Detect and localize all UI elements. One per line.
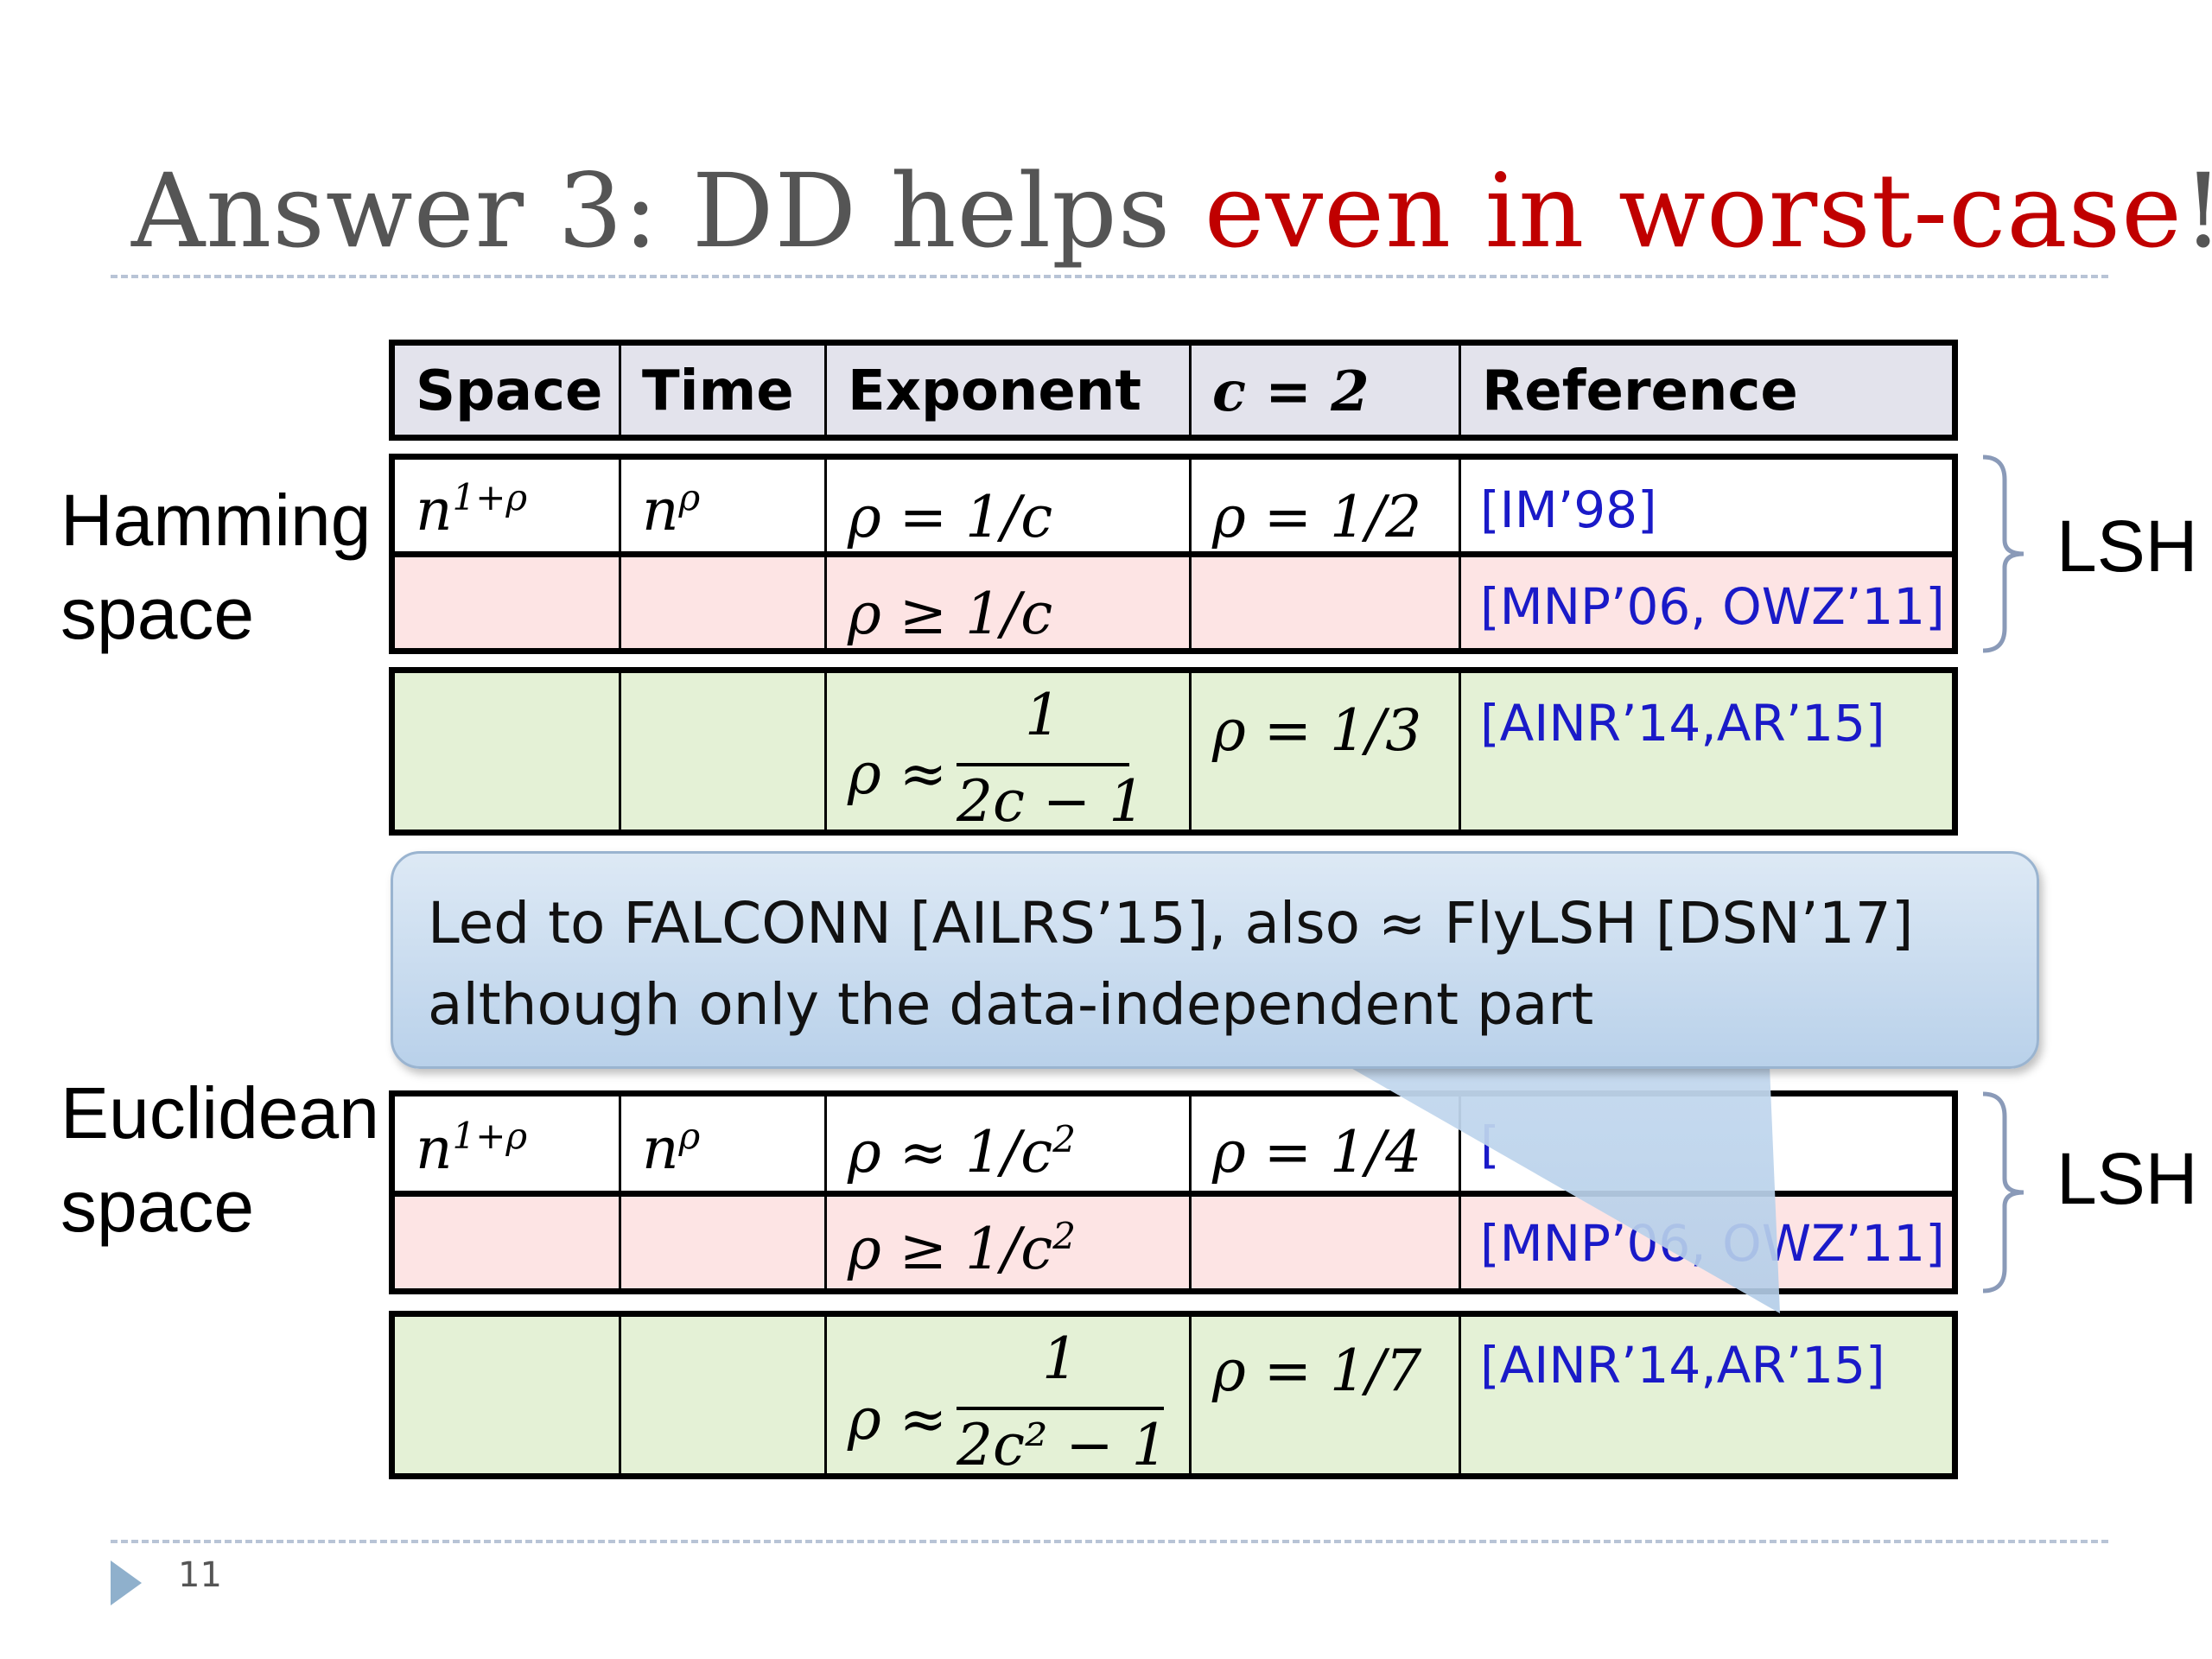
header-space-cell: Space: [395, 346, 621, 435]
euclidean-row-divider: [395, 1191, 1952, 1197]
page-number: 11: [178, 1555, 222, 1595]
euclidean-row3-c2: ρ = 1/7: [1212, 1338, 1422, 1404]
hamming-dd-exponent: ρ ≈ 1 2c − 1: [827, 673, 1192, 835]
hamming-row2-bg: [395, 557, 1952, 648]
fraction-denominator: 2c − 1: [957, 768, 1146, 835]
time-base: n: [642, 1116, 679, 1182]
fraction-bar: [957, 1407, 1164, 1410]
euclidean-dd-fraction: 1 2c² − 1: [957, 1325, 1168, 1478]
hamming-exponent-col: ρ = 1/c ρ ≥ 1/c: [827, 460, 1192, 648]
hamming-row-divider: [395, 551, 1952, 557]
hamming-dd-time: [621, 673, 827, 830]
header-reference: Reference: [1482, 359, 1798, 423]
euclidean-exponent-col: ρ ≈ 1/c2 ρ ≥ 1/c2: [827, 1096, 1192, 1288]
header-exponent: Exponent: [848, 359, 1141, 423]
callout-box: Led to FALCONN [AILRS’15], also ≈ FlyLSH…: [391, 851, 2039, 1069]
hamming-lsh-block: n1+ρ nρ ρ = 1/c ρ ≥ 1/c ρ = 1/2 [IM’98] …: [389, 454, 1958, 654]
play-arrow-icon: [111, 1560, 142, 1605]
euclidean-row3-reference: [AINR’14,AR’15]: [1480, 1336, 1885, 1395]
hamming-dd-reference: [AINR’14,AR’15]: [1461, 673, 1952, 830]
title-suffix: !: [2183, 151, 2212, 270]
hamming-space-value: n1+ρ: [416, 477, 527, 543]
title-prefix: Answer 3: DD helps: [131, 151, 1205, 270]
header-time: Time: [642, 359, 794, 423]
callout-line1: Led to FALCONN [AILRS’15], also ≈ FlyLSH…: [428, 890, 1914, 957]
title-highlight: even in worst-case: [1204, 151, 2183, 270]
hamming-row1-bg: [395, 460, 1952, 554]
slide-title: Answer 3: DD helps even in worst-case!: [131, 151, 2212, 270]
euclidean-dd-exponent: ρ ≈ 1 2c² − 1: [827, 1317, 1192, 1478]
hamming-row2-reference: [MNP’06, OWZ’11]: [1480, 577, 1945, 636]
hamming-dd-c2: ρ = 1/3: [1192, 673, 1461, 830]
exponent-exp: 2: [1052, 1118, 1076, 1160]
euclidean-label-line2: space: [60, 1166, 255, 1247]
euclidean-row2-exponent: ρ ≥ 1/c2: [848, 1216, 1076, 1282]
euclidean-label: Euclidean space: [60, 1066, 379, 1253]
header-time-cell: Time: [621, 346, 827, 435]
fraction-numerator: 1: [1042, 1325, 1078, 1392]
euclidean-dd-row: ρ ≈ 1 2c² − 1 ρ = 1/7 [AINR’14,AR’15]: [389, 1311, 1958, 1479]
header-exponent-cell: Exponent: [827, 346, 1192, 435]
callout-line2: although only the data-independent part: [428, 971, 1594, 1038]
table-header: Space Time Exponent c = 2 Reference: [389, 340, 1958, 441]
hamming-row3-c2: ρ = 1/3: [1212, 697, 1422, 764]
hamming-row1-c2: ρ = 1/2: [1212, 484, 1422, 550]
hamming-c2-col: ρ = 1/2: [1192, 460, 1461, 648]
space-base: n: [416, 477, 453, 543]
euclidean-space-col: n1+ρ: [395, 1096, 621, 1288]
hamming-dd-fraction: 1 2c − 1: [957, 682, 1145, 835]
hamming-row2-exponent: ρ ≥ 1/c: [848, 581, 1053, 647]
hamming-space-col: n1+ρ: [395, 460, 621, 648]
euclidean-dd-space: [395, 1317, 621, 1473]
euclidean-lsh-label: LSH: [2056, 1138, 2198, 1219]
exponent-base: ρ ≈ 1/c: [848, 1119, 1053, 1185]
hamming-label: Hamming space: [60, 474, 371, 660]
callout-pointer: [1348, 1066, 1780, 1313]
space-exp: 1+ρ: [452, 1115, 528, 1157]
hamming-row3-reference: [AINR’14,AR’15]: [1480, 694, 1885, 753]
euclidean-c2-col: ρ = 1/4: [1192, 1096, 1461, 1288]
time-exp: ρ: [678, 476, 701, 518]
exponent-exp: 2: [1052, 1215, 1076, 1257]
fraction-denominator: 2c² − 1: [957, 1412, 1168, 1478]
euclidean-space-value: n1+ρ: [416, 1116, 527, 1182]
euclidean-time-col: nρ: [621, 1096, 827, 1288]
hamming-dd-space: [395, 673, 621, 830]
euclidean-dd-reference: [AINR’14,AR’15]: [1461, 1317, 1952, 1473]
hamming-time-value: nρ: [642, 477, 700, 543]
header-space: Space: [416, 359, 603, 423]
space-base: n: [416, 1116, 453, 1182]
euclidean-time-value: nρ: [642, 1116, 700, 1182]
fraction-numerator: 1: [1025, 682, 1061, 748]
hamming-dd-row: ρ ≈ 1 2c − 1 ρ = 1/3 [AINR’14,AR’15]: [389, 667, 1958, 836]
euclidean-dd-c2: ρ = 1/7: [1192, 1317, 1461, 1473]
hamming-brace-icon: [1982, 454, 2024, 653]
exponent-base: ρ ≥ 1/c: [848, 1216, 1053, 1282]
hamming-row1-exponent: ρ = 1/c: [848, 484, 1053, 550]
hamming-row1-reference: [IM’98]: [1480, 480, 1657, 539]
hamming-label-line2: space: [60, 573, 255, 654]
hamming-lsh-label: LSH: [2056, 505, 2198, 587]
euclidean-brace-icon: [1982, 1091, 2024, 1294]
time-base: n: [642, 477, 679, 543]
fraction-bar: [957, 763, 1129, 766]
hamming-dd-exponent-lhs: ρ ≈: [848, 741, 948, 807]
header-c2-cell: c = 2: [1192, 346, 1461, 435]
space-exp: 1+ρ: [452, 476, 528, 518]
euclidean-dd-time: [621, 1317, 827, 1473]
footer-divider: [111, 1540, 2108, 1543]
hamming-label-line1: Hamming: [60, 480, 372, 561]
header-c2: c = 2: [1212, 359, 1370, 424]
hamming-time-col: nρ: [621, 460, 827, 648]
euclidean-row1-c2: ρ = 1/4: [1212, 1119, 1422, 1185]
title-divider: [111, 275, 2108, 278]
euclidean-label-line1: Euclidean: [60, 1072, 379, 1154]
euclidean-dd-exponent-lhs: ρ ≈: [848, 1386, 948, 1452]
euclidean-row1-exponent: ρ ≈ 1/c2: [848, 1119, 1076, 1185]
hamming-reference-col: [IM’98] [MNP’06, OWZ’11]: [1461, 460, 1952, 648]
time-exp: ρ: [678, 1115, 701, 1157]
header-reference-cell: Reference: [1461, 346, 1952, 435]
